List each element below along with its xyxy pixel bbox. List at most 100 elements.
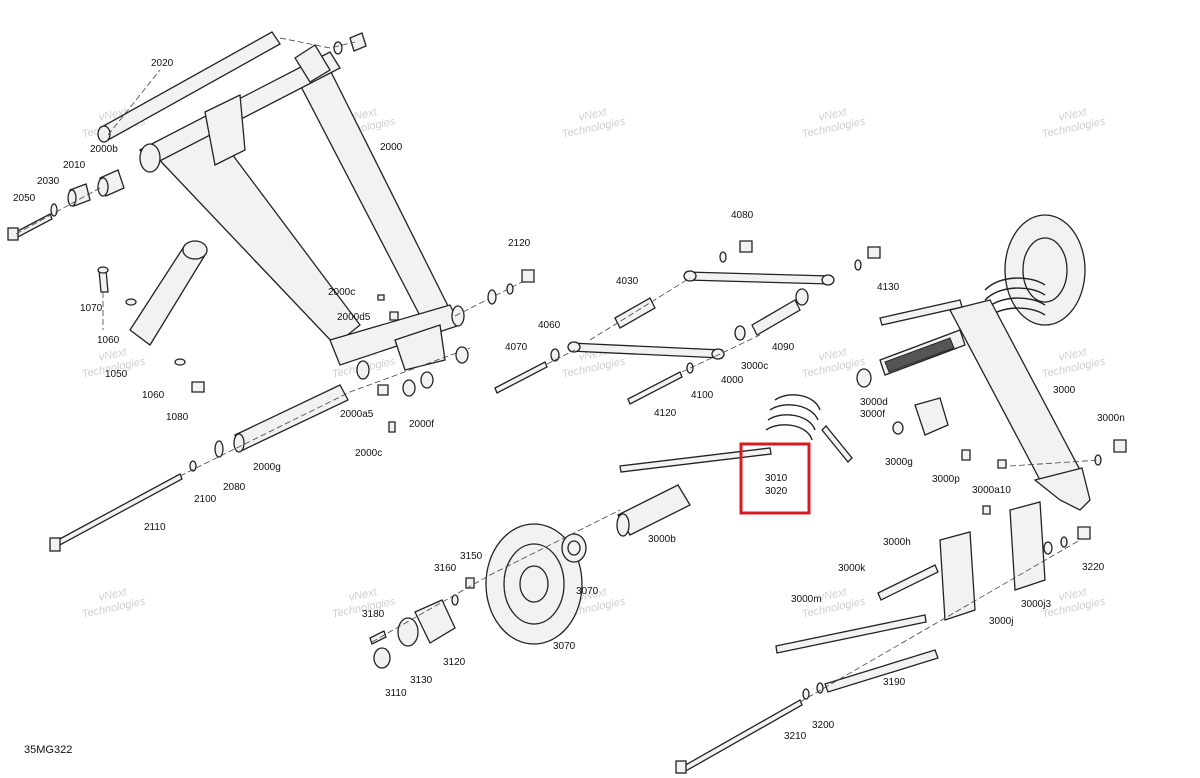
ring-3110 [373,647,391,669]
callout-3150: 3150 [460,551,483,562]
callout-labels: 2020 2000b 2010 2030 2050 2000 1070 1060… [13,58,1125,742]
rear-arm-3000-tube-end [856,368,872,388]
bracket-3000j-b [1009,501,1046,591]
leader-line [589,277,691,341]
callout-3020: 3020 [765,486,788,497]
idler-wheel-top-hub [1022,237,1068,303]
highlight-box [739,442,811,515]
bolt-2000c [388,421,396,433]
bolt-3000m [775,614,927,654]
cap-3120 [414,599,456,644]
cam-3000f [914,397,949,436]
arm-2000-leg-left [148,117,361,346]
callout-4030: 4030 [616,276,639,287]
callout-3000m: 3000m [791,594,822,605]
wheel-3070-hub [519,565,549,603]
bushing-pivot [356,360,370,380]
fitting-3000j3 [982,505,991,515]
washer-1060-b [174,358,186,366]
svg-text:vNext: vNext [578,586,609,604]
callout-4100: 4100 [691,390,714,401]
stopper-1050 [129,244,206,346]
washer-2030 [50,203,58,217]
callout-2100: 2100 [194,494,217,505]
callout-2110: 2110 [144,522,166,533]
callout-2000g: 2000g [253,462,281,473]
leader-line [1009,459,1101,467]
svg-text:vNext: vNext [1058,586,1089,604]
link-4000-end [567,341,581,353]
bolt-4120 [627,371,683,405]
nut-3000n [1113,439,1127,453]
tube-3000h [877,564,939,601]
callout-1050: 1050 [105,369,128,380]
svg-text:vNext: vNext [1058,106,1089,124]
callout-4000: 4000 [721,375,744,386]
tube-3000b-end [616,513,630,537]
nut-4130 [867,246,881,259]
link-upper-end [821,274,835,286]
callout-2080: 2080 [223,482,246,493]
callout-3130: 3130 [410,675,433,686]
callout-2120: 2120 [508,238,531,249]
washer-4060 [550,348,560,362]
arm-2000-bracket [204,94,246,166]
bearing-3070-bore [567,540,581,556]
callout-3110: 3110 [385,688,407,699]
washer-3200-a [802,688,810,700]
washer-2120-a [487,289,497,305]
plate-3130 [397,617,419,647]
bolt-3210-head [675,760,687,774]
nut-4080 [739,240,753,253]
nut-3000g [892,421,904,435]
bushing-2000f-a [402,379,416,397]
callout-3000f: 3000f [860,409,885,420]
leader-line [107,69,161,136]
callout-3000j3: 3000j3 [1021,599,1051,610]
callout-3000: 3000 [1053,385,1076,396]
tube-2000g [234,384,349,451]
rear-arm-3000-foot [1033,467,1091,511]
callout-1080: 1080 [166,412,189,423]
callout-3000k: 3000k [838,563,866,574]
washer-2080 [214,440,224,458]
washer-4080 [719,251,727,263]
washer-3220-a [1043,541,1053,555]
washer-2100 [189,460,197,472]
callout-3010: 3010 [765,473,788,484]
svg-text:vNext: vNext [348,586,379,604]
callout-4080: 4080 [731,210,754,221]
nut-3150 [465,577,475,589]
washer-top [333,41,343,55]
link-upper [685,271,831,285]
rear-arm-3000-knurl [884,337,955,373]
front-arm-assembly [7,31,531,371]
callout-3000n: 3000n [1097,413,1125,424]
washer-3220-b [1060,536,1068,548]
bolt-2050-head [7,227,19,241]
callout-3000a10: 3000a10 [972,485,1011,496]
callout-3000b: 3000b [648,534,676,545]
tube-2000g-end [233,433,245,453]
spacer-4090-end [795,288,809,306]
rear-arm-assembly [369,214,1127,774]
callout-2000: 2000 [380,142,403,153]
callout-1060: 1060 [142,390,165,401]
spacer-4030 [614,297,656,329]
fitting-3000p [961,449,971,461]
callout-3190: 3190 [883,677,906,688]
callout-2000b: 2000b [90,144,118,155]
document-code: 35MG322 [24,744,73,756]
bushing-2000b-face [97,177,109,197]
nut-2120 [521,269,535,283]
callout-3000p: 3000p [932,474,960,485]
bolt-2110-head [49,537,61,552]
bushing-2000f-b [420,371,434,389]
torsion-spring-leg-2 [821,425,853,463]
washer-1060-a [125,298,137,306]
